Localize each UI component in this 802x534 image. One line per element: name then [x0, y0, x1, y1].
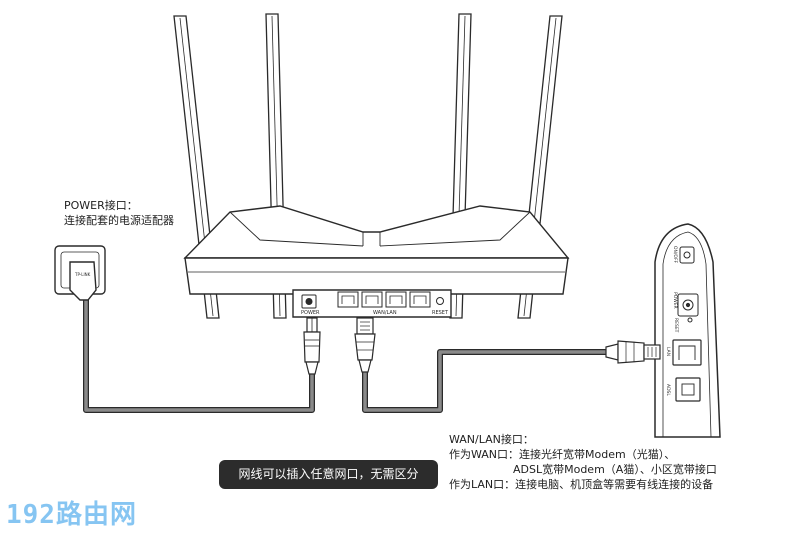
router-reset-button: [436, 297, 444, 305]
router-wanlan-port-label: WAN/LAN: [373, 310, 397, 316]
router-lan-port-2: [361, 291, 383, 308]
cables: [83, 297, 611, 413]
router-top: [183, 205, 570, 259]
wan-usage-line-2: ADSL宽带Modem（A猫）、小区宽带接口: [513, 463, 717, 476]
note-banner: 网线可以插入任意网口，无需区分: [219, 460, 438, 489]
router-lan-port-3: [385, 291, 407, 308]
modem-ethernet-plug: [605, 340, 661, 364]
modem-reset-label: RESET: [673, 318, 679, 333]
power-cable-core: [84, 298, 314, 412]
router-body: [183, 205, 570, 318]
power-port-label: POWER接口： 连接配套的电源适配器: [64, 198, 174, 228]
router-power-port-label: POWER: [301, 310, 320, 316]
modem-lan-port: [672, 339, 702, 366]
power-port-description: 连接配套的电源适配器: [64, 214, 174, 227]
router-ports: [301, 291, 444, 309]
modem-power-label: POWER: [672, 292, 678, 309]
router-reset-port-label: RESET: [432, 310, 449, 316]
modem-port-labels: ON/OFF POWER RESET LAN ADSL: [665, 246, 679, 396]
router-front: [184, 257, 569, 295]
wanlan-port-label: WAN/LAN接口： 作为WAN口：连接光纤宽带Modem（光猫）、 ADSL宽…: [449, 432, 717, 492]
router-lan-port-4: [409, 291, 431, 308]
ethernet-cable: [362, 349, 611, 413]
dc-power-plug: [303, 317, 321, 375]
power-adapter: [69, 261, 97, 301]
watermark-logo: 192路由网: [6, 500, 137, 530]
modem-onoff-label: ON/OFF: [672, 246, 678, 264]
router-lan-port-1: [337, 291, 359, 308]
modem-reset-button: [687, 317, 693, 323]
wanlan-port-title: WAN/LAN接口：: [449, 433, 534, 446]
wan-usage-line-1: 作为WAN口：连接光纤宽带Modem（光猫）、: [449, 448, 676, 461]
modem-lan-label: LAN: [665, 347, 671, 356]
modem-body: [654, 223, 721, 438]
lan-usage-line: 作为LAN口：连接电脑、机顶盒等需要有线连接的设备: [449, 478, 714, 491]
ethernet-plug: [354, 317, 376, 373]
ethernet-cable-core: [363, 350, 610, 412]
optical-modem: [654, 223, 721, 438]
power-port-title: POWER接口：: [64, 199, 138, 212]
modem-adsl-label: ADSL: [665, 384, 671, 396]
adapter-brand-label: TP-LINK: [74, 272, 91, 277]
router-port-labels: POWER WAN/LAN RESET: [301, 310, 449, 316]
wall-socket: TP-LINK: [54, 245, 106, 301]
